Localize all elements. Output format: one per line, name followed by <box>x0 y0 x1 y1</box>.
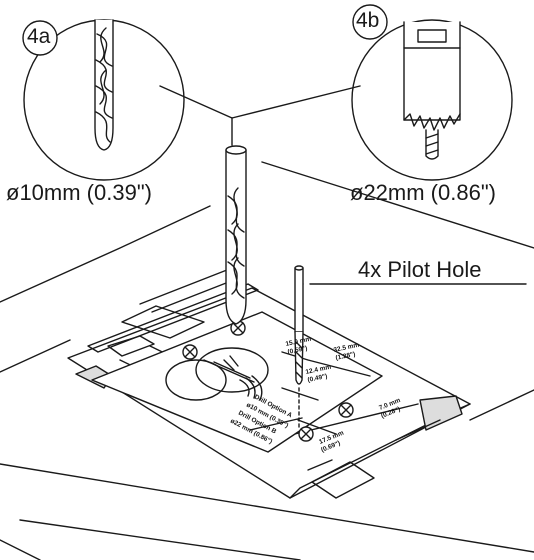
screw-hole <box>338 402 354 418</box>
dim-label-1-in: (0.59") <box>287 345 308 356</box>
surface-line <box>469 389 534 421</box>
surface-line <box>19 519 301 560</box>
drill-diameter-4a: ø10mm (0.39") <box>6 180 152 205</box>
surface-line <box>0 205 211 303</box>
step-label-4b: 4b <box>356 9 380 32</box>
detail-circle-4b <box>351 4 513 181</box>
surface-line <box>0 339 71 373</box>
drill-template <box>91 311 383 453</box>
screw-hole <box>182 344 198 360</box>
step-label-4a: 4a <box>27 25 51 48</box>
screw-hole <box>298 426 314 442</box>
drill-bit-pilot <box>294 265 304 429</box>
pilot-hole-callout: 4x Pilot Hole <box>358 257 482 282</box>
drill-bit-large <box>225 145 247 325</box>
detail-circle-4a <box>22 19 185 181</box>
surface-line <box>261 161 534 249</box>
leader-line <box>159 85 361 119</box>
surface-line <box>0 463 534 553</box>
dim-label-2-in: (1.28") <box>335 351 356 362</box>
drill-diameter-4b: ø22mm (0.86") <box>350 180 496 205</box>
dim-label-3-in: (0.49") <box>307 373 328 384</box>
surface-line <box>0 539 41 560</box>
